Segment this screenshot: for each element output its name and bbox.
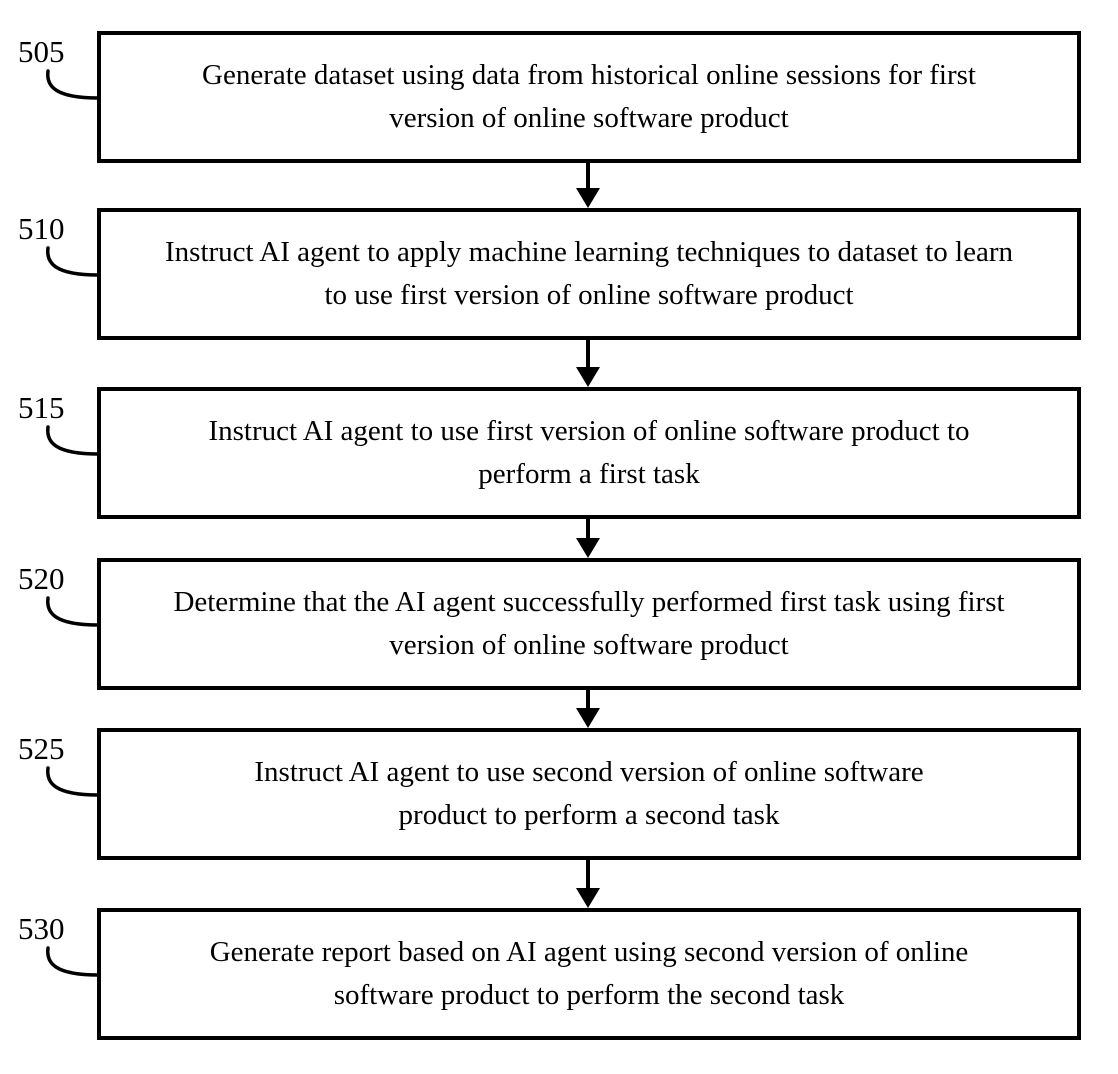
flow-step-530: 530 Generate report based on AI agent us… bbox=[0, 908, 1118, 1040]
arrow-shaft bbox=[586, 519, 590, 555]
ref-label-525: 525 bbox=[18, 731, 65, 766]
flow-step-525: 525 Instruct AI agent to use second vers… bbox=[0, 728, 1118, 860]
step-box-530: Generate report based on AI agent using … bbox=[97, 908, 1081, 1040]
step-box-515: Instruct AI agent to use first version o… bbox=[97, 387, 1081, 519]
arrow-shaft bbox=[586, 860, 590, 905]
ref-connector-curve-icon bbox=[46, 69, 100, 100]
step-text-line: product to perform a second task bbox=[398, 799, 780, 831]
arrow-shaft bbox=[586, 163, 590, 205]
step-box-520: Determine that the AI agent successfully… bbox=[97, 558, 1081, 690]
flow-arrow-down bbox=[576, 519, 600, 558]
step-text-line: perform a first task bbox=[478, 458, 700, 490]
arrow-shaft bbox=[586, 690, 590, 725]
flow-step-510: 510 Instruct AI agent to apply machine l… bbox=[0, 208, 1118, 340]
step-text-line: Generate report based on AI agent using … bbox=[209, 936, 969, 968]
step-text-line: version of online software product bbox=[389, 629, 789, 661]
ref-label-520: 520 bbox=[18, 561, 65, 596]
flow-step-515: 515 Instruct AI agent to use first versi… bbox=[0, 387, 1118, 519]
ref-label-505: 505 bbox=[18, 34, 65, 69]
step-text-line: Determine that the AI agent successfully… bbox=[173, 586, 1005, 618]
step-text-line: Generate dataset using data from histori… bbox=[202, 59, 976, 91]
arrowhead-icon bbox=[576, 538, 600, 558]
step-text-line: Instruct AI agent to use first version o… bbox=[208, 415, 970, 447]
arrowhead-icon bbox=[576, 367, 600, 387]
ref-label-530: 530 bbox=[18, 911, 65, 946]
ref-connector-curve-icon bbox=[46, 946, 100, 977]
flow-step-520: 520 Determine that the AI agent successf… bbox=[0, 558, 1118, 690]
ref-connector-curve-icon bbox=[46, 596, 100, 627]
step-text-line: Instruct AI agent to apply machine learn… bbox=[165, 236, 1013, 268]
step-text-line: Instruct AI agent to use second version … bbox=[254, 756, 924, 788]
flow-arrow-down bbox=[576, 340, 600, 387]
flow-arrow-down bbox=[576, 163, 600, 208]
flow-arrow-down bbox=[576, 860, 600, 908]
ref-connector-curve-icon bbox=[46, 425, 100, 456]
arrow-shaft bbox=[586, 340, 590, 384]
arrowhead-icon bbox=[576, 708, 600, 728]
step-box-525: Instruct AI agent to use second version … bbox=[97, 728, 1081, 860]
step-text-line: software product to perform the second t… bbox=[333, 979, 845, 1011]
step-box-505: Generate dataset using data from histori… bbox=[97, 31, 1081, 163]
step-box-510: Instruct AI agent to apply machine learn… bbox=[97, 208, 1081, 340]
ref-connector-curve-icon bbox=[46, 766, 100, 797]
ref-connector-curve-icon bbox=[46, 246, 100, 277]
arrowhead-icon bbox=[576, 188, 600, 208]
step-text-line: to use first version of online software … bbox=[324, 279, 854, 311]
step-text-line: version of online software product bbox=[389, 102, 789, 134]
flow-arrow-down bbox=[576, 690, 600, 728]
ref-label-515: 515 bbox=[18, 390, 65, 425]
ref-label-510: 510 bbox=[18, 211, 65, 246]
arrowhead-icon bbox=[576, 888, 600, 908]
flow-step-505: 505 Generate dataset using data from his… bbox=[0, 31, 1118, 163]
